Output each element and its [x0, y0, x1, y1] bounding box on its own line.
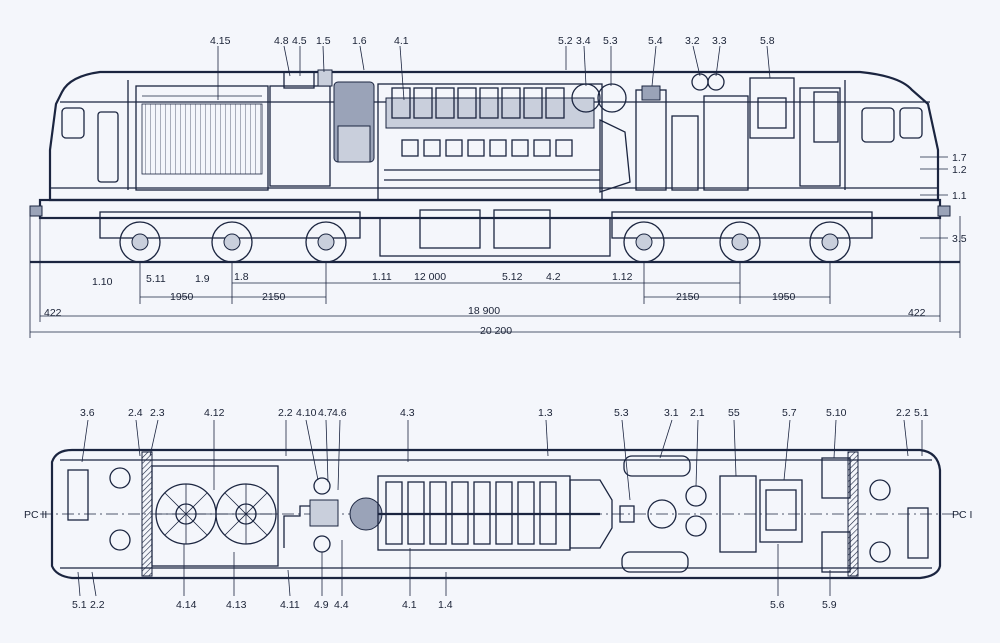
label-4-1-plan: 4.1 — [402, 599, 417, 611]
label-4-6: 4.6 — [332, 407, 347, 419]
label-4-11: 4.11 — [280, 599, 300, 611]
dim-right-1950: 1950 — [772, 291, 796, 303]
plan-view-labels: 3.6 2.4 2.3 4.12 2.2 4.10 4.7 4.6 4.3 1.… — [24, 407, 972, 611]
label-55: 55 — [728, 407, 740, 419]
label-4-13: 4.13 — [226, 599, 247, 611]
label-5-9: 5.9 — [822, 599, 837, 611]
air-tank-2 — [597, 83, 627, 113]
label-5-1-top: 5.1 — [914, 407, 929, 419]
dim-right-2150: 2150 — [676, 291, 700, 303]
label-3-1: 3.1 — [664, 407, 679, 419]
label-3-4: 3.4 — [576, 35, 591, 47]
main-frame — [38, 198, 942, 220]
label-2-2-bottom: 2.2 — [90, 599, 105, 611]
main-generator — [599, 118, 631, 193]
label-4-9: 4.9 — [314, 599, 329, 611]
control-desk-right — [907, 507, 929, 559]
label-3-6: 3.6 — [80, 407, 95, 419]
label-1-12: 1.12 — [612, 271, 633, 283]
label-4-15: 4.15 — [210, 35, 231, 47]
label-1-2: 1.2 — [952, 164, 967, 176]
side-view — [29, 45, 961, 338]
plan-outline — [50, 448, 942, 580]
label-4-12: 4.12 — [204, 407, 225, 419]
label-1-10: 1.10 — [92, 276, 113, 288]
label-5-8: 5.8 — [760, 35, 775, 47]
air-reservoir-top — [623, 455, 691, 477]
label-5-10: 5.10 — [826, 407, 847, 419]
label-3-5: 3.5 — [952, 233, 967, 245]
fuel-tank — [379, 217, 611, 257]
label-4-14: 4.14 — [176, 599, 197, 611]
label-5-3: 5.3 — [603, 35, 618, 47]
bogie-left — [99, 211, 361, 263]
label-2-3: 2.3 — [150, 407, 165, 419]
label-pc-i: PC I — [952, 509, 972, 521]
generator-plan — [569, 479, 613, 549]
engine-cylinders — [391, 87, 565, 119]
label-5-1-bottom: 5.1 — [72, 599, 87, 611]
label-5-11: 5.11 — [146, 273, 166, 285]
dim-20200: 20 200 — [480, 325, 512, 337]
dim-left-2150: 2150 — [262, 291, 286, 303]
label-5-12: 5.12 — [502, 271, 523, 283]
radiator-grille — [141, 103, 263, 175]
label-3-2: 3.2 — [685, 35, 700, 47]
air-reservoir-bottom — [621, 551, 689, 573]
label-1-4: 1.4 — [438, 599, 453, 611]
label-1-3: 1.3 — [538, 407, 553, 419]
electrical-cabinet — [749, 77, 795, 139]
label-pc-ii: PC II — [24, 509, 47, 521]
label-1-5: 1.5 — [316, 35, 331, 47]
label-4-5: 4.5 — [292, 35, 307, 47]
auxiliary-unit — [719, 475, 757, 553]
label-1-7: 1.7 — [952, 152, 967, 164]
dim-left-1950: 1950 — [170, 291, 194, 303]
dim-18900: 18 900 — [468, 305, 500, 317]
label-5-7: 5.7 — [782, 407, 797, 419]
radiator-block — [135, 85, 269, 191]
label-4-3: 4.3 — [400, 407, 415, 419]
cab-door-left — [97, 111, 119, 183]
dim-bogie-centres: 12 000 — [414, 271, 446, 283]
cab-window-right — [861, 107, 895, 143]
label-5-6: 5.6 — [770, 599, 785, 611]
label-1-11: 1.11 — [372, 271, 392, 283]
label-4-10: 4.10 — [296, 407, 317, 419]
body-outline — [48, 70, 940, 202]
plan-view — [40, 419, 960, 597]
label-4-8: 4.8 — [274, 35, 289, 47]
label-5-4: 5.4 — [648, 35, 663, 47]
engine-ports — [401, 139, 573, 157]
label-4-4: 4.4 — [334, 599, 349, 611]
dim-overhang-left: 422 — [44, 307, 62, 319]
cab-window-left — [61, 107, 85, 139]
side-view-labels: 4.15 4.8 4.5 1.5 1.6 4.1 5.2 3.4 5.3 5.4… — [44, 35, 967, 337]
label-5-3-plan: 5.3 — [614, 407, 629, 419]
label-2-4: 2.4 — [128, 407, 143, 419]
bogie-right — [611, 211, 873, 263]
label-5-2: 5.2 — [558, 35, 573, 47]
control-desk-left — [67, 469, 89, 521]
label-2-1: 2.1 — [690, 407, 705, 419]
cab-window-right-2 — [899, 107, 923, 139]
label-1-8: 1.8 — [234, 271, 249, 283]
label-2-2-top-left: 2.2 — [278, 407, 293, 419]
label-3-3: 3.3 — [712, 35, 727, 47]
label-1-1: 1.1 — [952, 190, 967, 202]
label-1-9: 1.9 — [195, 273, 210, 285]
dim-overhang-right: 422 — [908, 307, 926, 319]
label-4-7: 4.7 — [318, 407, 333, 419]
label-2-2-top-right: 2.2 — [896, 407, 911, 419]
label-4-2: 4.2 — [546, 271, 561, 283]
label-1-6: 1.6 — [352, 35, 367, 47]
label-4-1: 4.1 — [394, 35, 409, 47]
